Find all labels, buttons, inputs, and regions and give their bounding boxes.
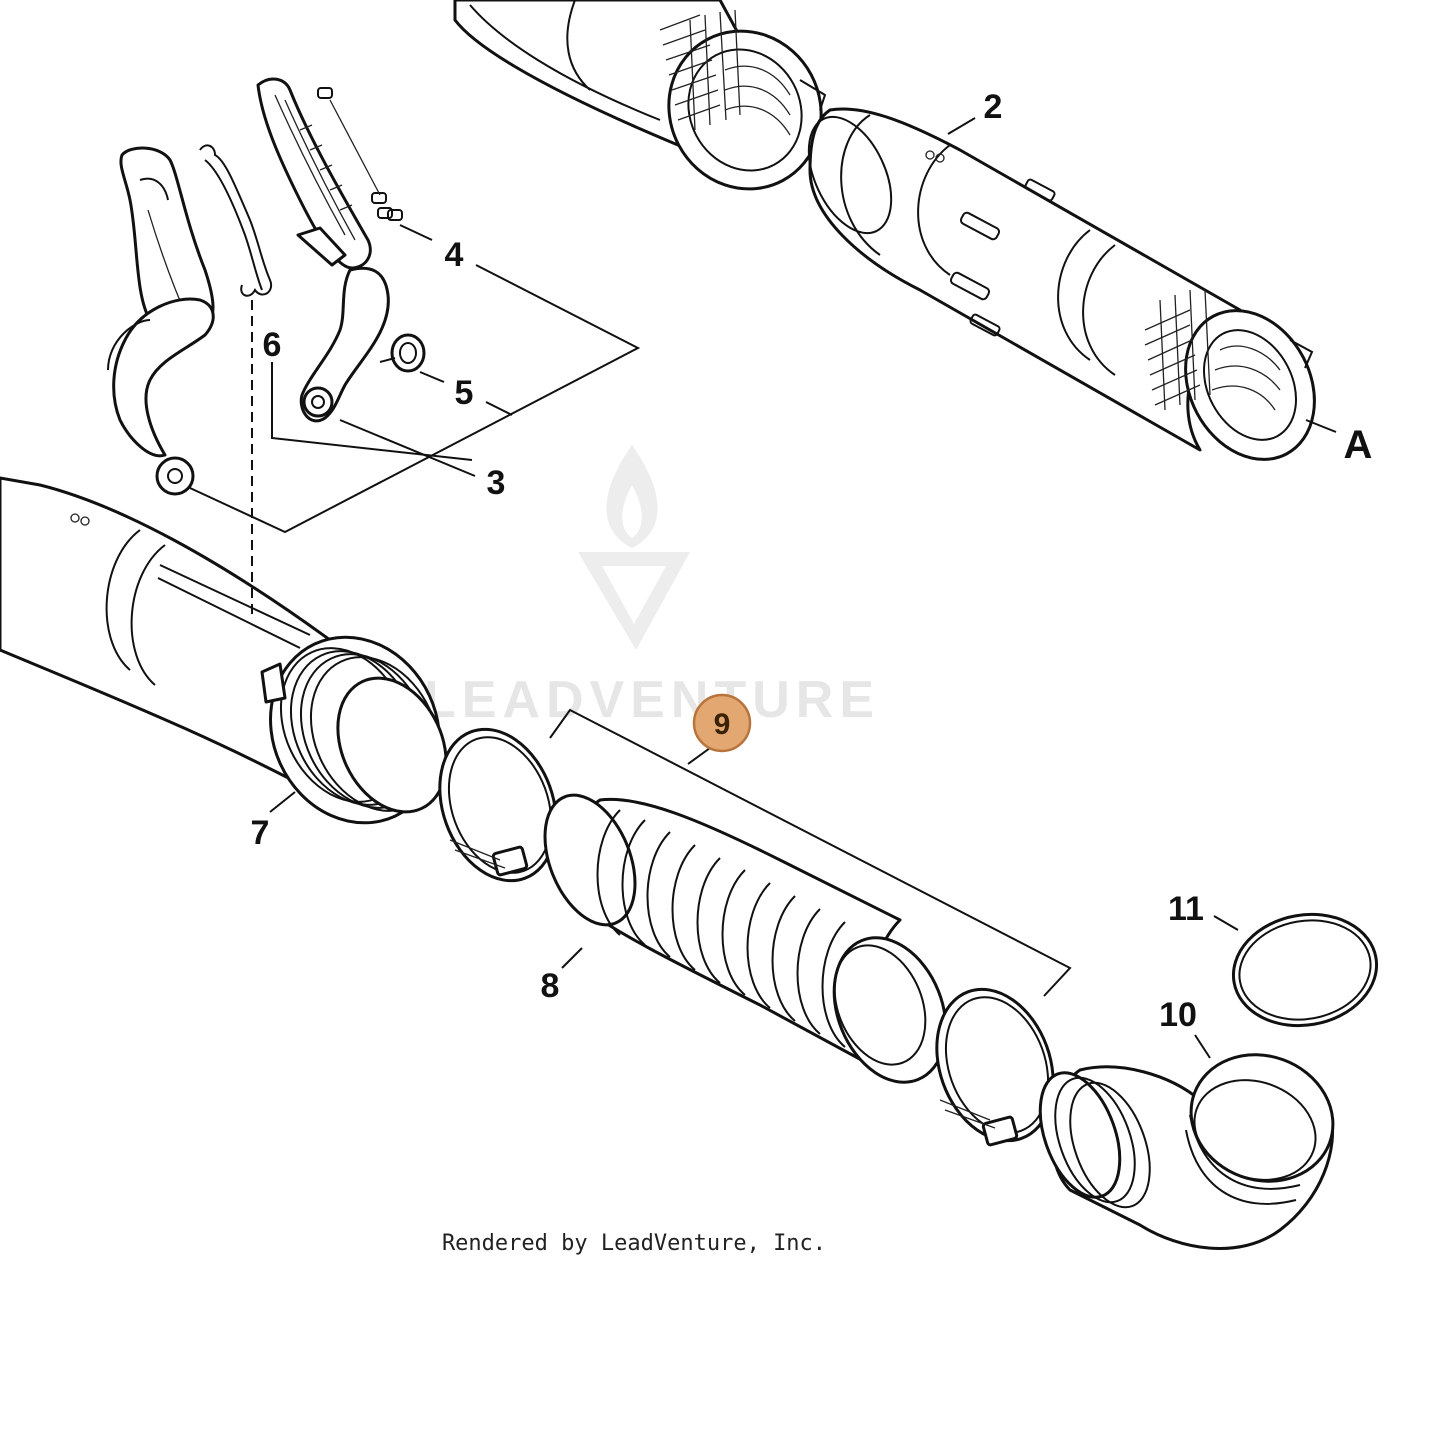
leader-lines [189, 117, 1337, 1059]
callout-7: 7 [251, 814, 270, 852]
callout-2: 2 [984, 88, 1003, 126]
upper-tube-fins [659, 9, 791, 136]
watermark-brand-text: LEADVENTURE [424, 671, 880, 729]
callout-9[interactable]: 9 [714, 708, 731, 741]
hose-corrugations [596, 809, 846, 1048]
lower-tube-part-7 [0, 476, 448, 825]
highlight-circle[interactable] [692, 693, 752, 753]
flex-hose-part-8 [543, 793, 948, 1084]
hose-clamp-left [438, 727, 558, 883]
callout-8: 8 [541, 967, 560, 1005]
spring-part-6 [199, 144, 273, 297]
grip-handle-part [107, 146, 215, 496]
elbow-part-10 [1038, 1053, 1335, 1250]
callout-11: 11 [1168, 890, 1204, 928]
clamp-band-part-3 [299, 266, 390, 423]
callout-5: 5 [455, 374, 474, 412]
hose-clamp-right [935, 987, 1055, 1147]
callout-A: A [1344, 423, 1373, 467]
handle-part-4 [256, 77, 403, 270]
o-ring-part-11 [1231, 912, 1379, 1028]
upper-tube-part [453, 0, 827, 191]
middle-tube-part-2 [807, 107, 1316, 461]
callout-4: 4 [445, 236, 464, 274]
callout-10: 10 [1159, 996, 1197, 1034]
highlighted-callout-9[interactable]: 9 [692, 693, 752, 753]
middle-tube-fins [1144, 289, 1281, 411]
callout-3: 3 [487, 464, 506, 502]
render-credit: Rendered by LeadVenture, Inc. [442, 1231, 826, 1256]
knob-screw-part-5 [379, 333, 426, 373]
callout-6: 6 [263, 326, 282, 364]
leadventure-watermark-logo [578, 445, 690, 650]
